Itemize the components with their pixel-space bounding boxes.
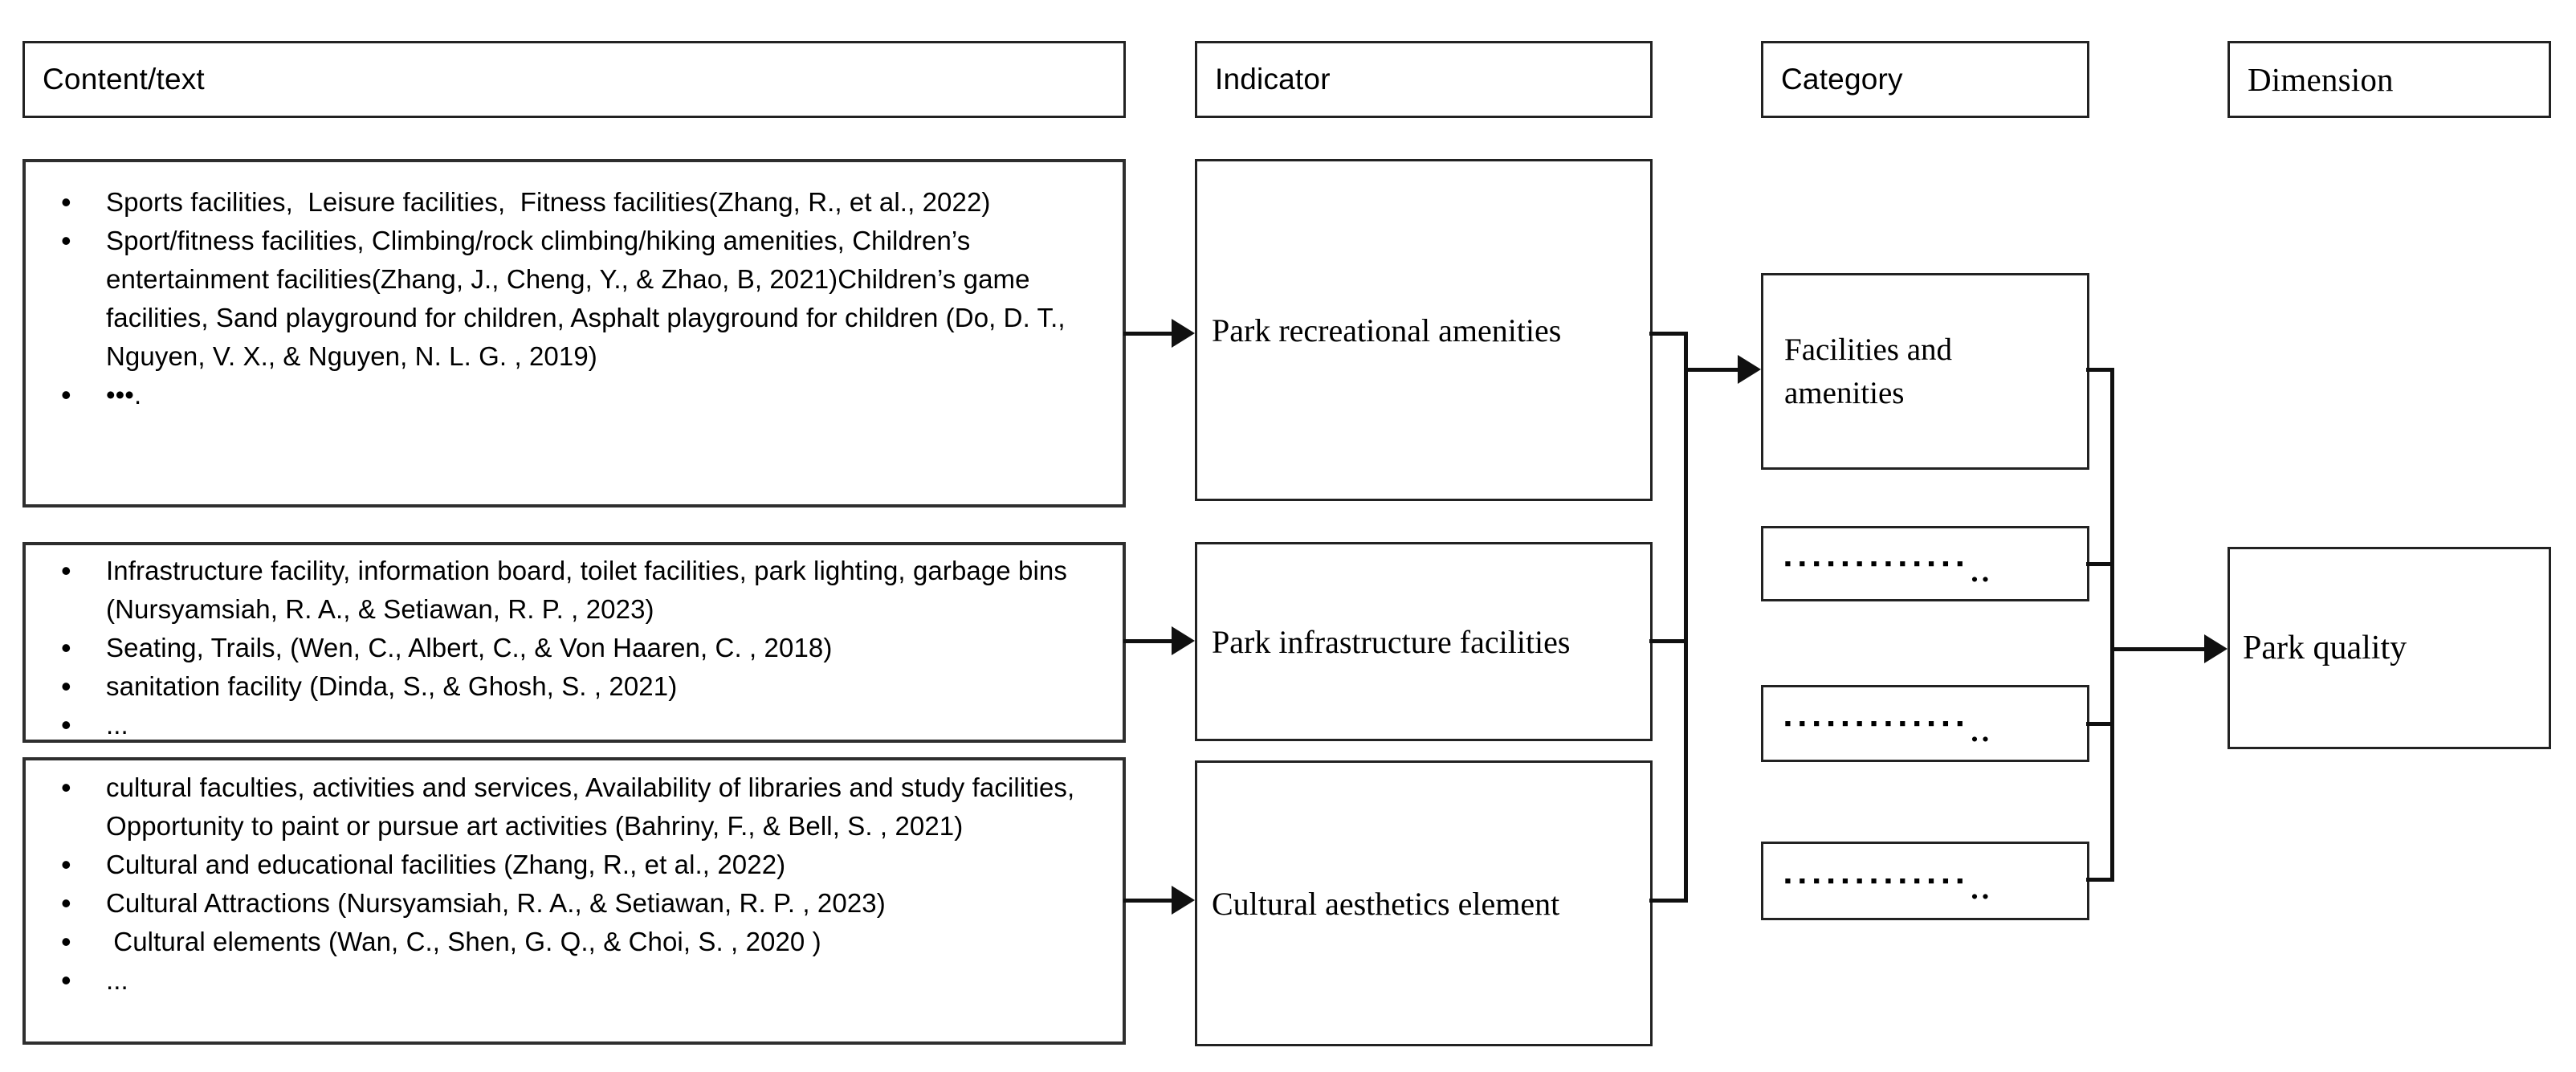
- dotted-placeholder-tail: ..: [1971, 872, 1993, 906]
- list-item: Seating, Trails, (Wen, C., Albert, C., &…: [26, 629, 1100, 667]
- indicator-box-cultural-aesthetics-element: Cultural aesthetics element: [1195, 760, 1653, 1046]
- indicator-box-park-infrastructure-facilities: Park infrastructure facilities: [1195, 542, 1653, 741]
- category-box-placeholder-2: ▪▪▪▪▪▪▪▪▪▪▪▪▪..: [1761, 685, 2089, 762]
- list-item: Sports facilities, Leisure facilities, F…: [26, 183, 1100, 222]
- arrowhead-right-icon: [1172, 626, 1195, 655]
- connector-line: [1123, 639, 1176, 643]
- connector-line: [1685, 368, 1738, 372]
- connector-trunk-line: [2110, 368, 2114, 882]
- list-item: Infrastructure facility, information boa…: [26, 552, 1100, 629]
- connector-line: [2086, 562, 2114, 566]
- arrowhead-right-icon: [1172, 886, 1195, 915]
- dimension-box-park-quality: Park quality: [2228, 547, 2551, 749]
- list-item-ellipsis: •••.: [26, 376, 1100, 414]
- dotted-placeholder-text: ▪▪▪▪▪▪▪▪▪▪▪▪▪: [1784, 712, 1971, 735]
- content-box-cultural: cultural faculties, activities and servi…: [22, 757, 1126, 1045]
- connector-line: [2086, 878, 2114, 882]
- header-label-content-text: Content/text: [43, 63, 205, 96]
- category-box-placeholder-3: ▪▪▪▪▪▪▪▪▪▪▪▪▪..: [1761, 842, 2089, 920]
- header-box-content-text: Content/text: [22, 41, 1126, 118]
- arrowhead-right-icon: [1738, 355, 1761, 384]
- header-box-indicator: Indicator: [1195, 41, 1653, 118]
- content-box-recreational: Sports facilities, Leisure facilities, F…: [22, 159, 1126, 507]
- list-item-ellipsis: ...: [26, 706, 1100, 744]
- indicator-label: Park infrastructure facilities: [1212, 623, 1571, 660]
- connector-line: [1123, 332, 1176, 336]
- dimension-label: Park quality: [2243, 630, 2407, 666]
- list-item: sanitation facility (Dinda, S., & Ghosh,…: [26, 667, 1100, 706]
- connector-trunk-line: [1684, 332, 1688, 903]
- connector-line: [1649, 639, 1688, 643]
- header-box-dimension: Dimension: [2228, 41, 2551, 118]
- content-list-infrastructure: Infrastructure facility, information boa…: [26, 545, 1123, 744]
- arrowhead-right-icon: [1172, 319, 1195, 348]
- connector-line: [2112, 647, 2205, 651]
- connector-line: [1123, 899, 1176, 903]
- connector-line: [1649, 332, 1688, 336]
- content-list-cultural: cultural faculties, activities and servi…: [26, 760, 1123, 1000]
- content-box-infrastructure: Infrastructure facility, information boa…: [22, 542, 1126, 744]
- dotted-placeholder-text: ▪▪▪▪▪▪▪▪▪▪▪▪▪: [1784, 552, 1971, 575]
- list-item: Cultural and educational facilities (Zha…: [26, 846, 1100, 884]
- header-label-category: Category: [1781, 63, 1903, 96]
- connector-line: [2086, 722, 2114, 726]
- list-item: cultural faculties, activities and servi…: [26, 768, 1100, 846]
- category-box-placeholder-1: ▪▪▪▪▪▪▪▪▪▪▪▪▪..: [1761, 526, 2089, 601]
- category-label: Facilities and amenities: [1784, 332, 1953, 410]
- header-box-category: Category: [1761, 41, 2089, 118]
- dotted-placeholder-text: ▪▪▪▪▪▪▪▪▪▪▪▪▪: [1784, 870, 1971, 892]
- header-label-dimension: Dimension: [2248, 61, 2394, 98]
- content-list-recreational: Sports facilities, Leisure facilities, F…: [26, 162, 1123, 414]
- list-item: Cultural Attractions (Nursyamsiah, R. A.…: [26, 884, 1100, 923]
- category-box-facilities-and-amenities: Facilities and amenities: [1761, 273, 2089, 470]
- dotted-placeholder-tail: ..: [1971, 715, 1993, 748]
- indicator-label: Park recreational amenities: [1212, 312, 1562, 349]
- list-item: Cultural elements (Wan, C., Shen, G. Q.,…: [26, 923, 1100, 961]
- indicator-label: Cultural aesthetics element: [1212, 885, 1560, 922]
- connector-line: [1649, 899, 1688, 903]
- dotted-placeholder-tail: ..: [1971, 555, 1993, 589]
- arrowhead-right-icon: [2204, 634, 2228, 663]
- list-item: Sport/fitness facilities, Climbing/rock …: [26, 222, 1100, 376]
- list-item-ellipsis: ...: [26, 961, 1100, 1000]
- indicator-box-park-recreational-amenities: Park recreational amenities: [1195, 159, 1653, 501]
- header-label-indicator: Indicator: [1215, 63, 1331, 96]
- connector-line: [2086, 368, 2114, 372]
